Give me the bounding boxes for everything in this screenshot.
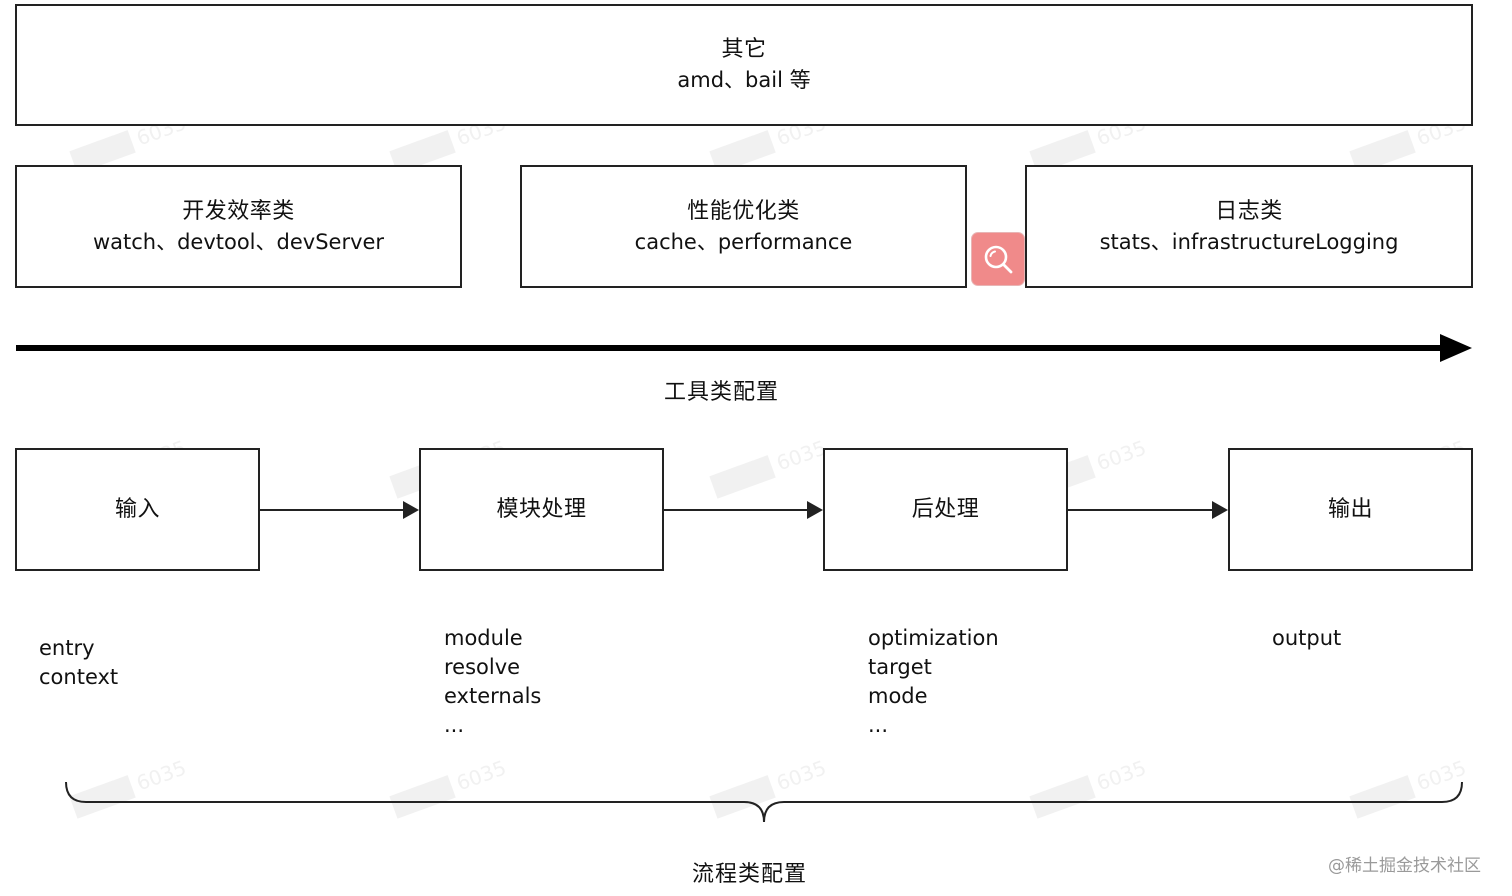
list-item: mode bbox=[868, 684, 928, 708]
flow-step-post-processing: 后处理 bbox=[823, 448, 1068, 571]
flow-connector-arrow bbox=[664, 501, 823, 519]
flow-step-label: 输入 bbox=[114, 497, 160, 522]
flow-axis-label: 流程类配置 bbox=[692, 862, 808, 887]
flow-brace bbox=[65, 781, 1463, 823]
flow-step-input: 输入 bbox=[15, 448, 260, 571]
other-config-box: 其它 amd、bail 等 bbox=[15, 4, 1473, 126]
flow-step-label: 模块处理 bbox=[496, 497, 587, 522]
dev-efficiency-detail: watch、devtool、devServer bbox=[92, 229, 385, 254]
list-item: output bbox=[1272, 626, 1342, 650]
list-item: entry bbox=[39, 636, 95, 660]
list-item: context bbox=[39, 665, 119, 689]
list-item: module bbox=[444, 626, 523, 650]
flow-step-label: 后处理 bbox=[911, 497, 980, 522]
other-config-detail: amd、bail 等 bbox=[677, 68, 811, 92]
post-processing-options-list: optimization target mode ... bbox=[868, 624, 999, 740]
list-item: resolve bbox=[444, 655, 521, 679]
flow-step-label: 输出 bbox=[1327, 497, 1373, 522]
flow-connector-arrow bbox=[260, 501, 419, 519]
performance-title: 性能优化类 bbox=[687, 198, 800, 224]
list-item: optimization bbox=[868, 626, 999, 650]
logging-box: 日志类 stats、infrastructureLogging bbox=[1025, 165, 1473, 288]
list-item: externals bbox=[444, 684, 542, 708]
tool-axis-arrow bbox=[16, 334, 1472, 362]
flow-step-output: 输出 bbox=[1228, 448, 1473, 571]
flow-connector-arrow bbox=[1068, 501, 1228, 519]
input-options-list: entry context bbox=[39, 634, 118, 692]
dev-efficiency-title: 开发效率类 bbox=[182, 198, 295, 224]
performance-detail: cache、performance bbox=[634, 229, 853, 254]
logging-title: 日志类 bbox=[1215, 198, 1283, 224]
module-options-list: module resolve externals ... bbox=[444, 624, 541, 740]
list-item: ... bbox=[444, 713, 465, 737]
list-item: ... bbox=[868, 713, 889, 737]
tool-axis-label: 工具类配置 bbox=[664, 380, 780, 405]
watermark: ████ 6035 bbox=[709, 435, 830, 499]
output-options-list: output bbox=[1272, 624, 1341, 653]
list-item: target bbox=[868, 655, 932, 679]
dev-efficiency-box: 开发效率类 watch、devtool、devServer bbox=[15, 165, 462, 288]
footer-credit: @稀土掘金技术社区 bbox=[1328, 856, 1481, 876]
logging-detail: stats、infrastructureLogging bbox=[1099, 229, 1399, 254]
search-button[interactable] bbox=[971, 232, 1025, 286]
other-config-title: 其它 bbox=[721, 37, 767, 62]
performance-box: 性能优化类 cache、performance bbox=[520, 165, 967, 288]
flow-step-module-processing: 模块处理 bbox=[419, 448, 664, 571]
search-icon bbox=[984, 245, 1013, 274]
